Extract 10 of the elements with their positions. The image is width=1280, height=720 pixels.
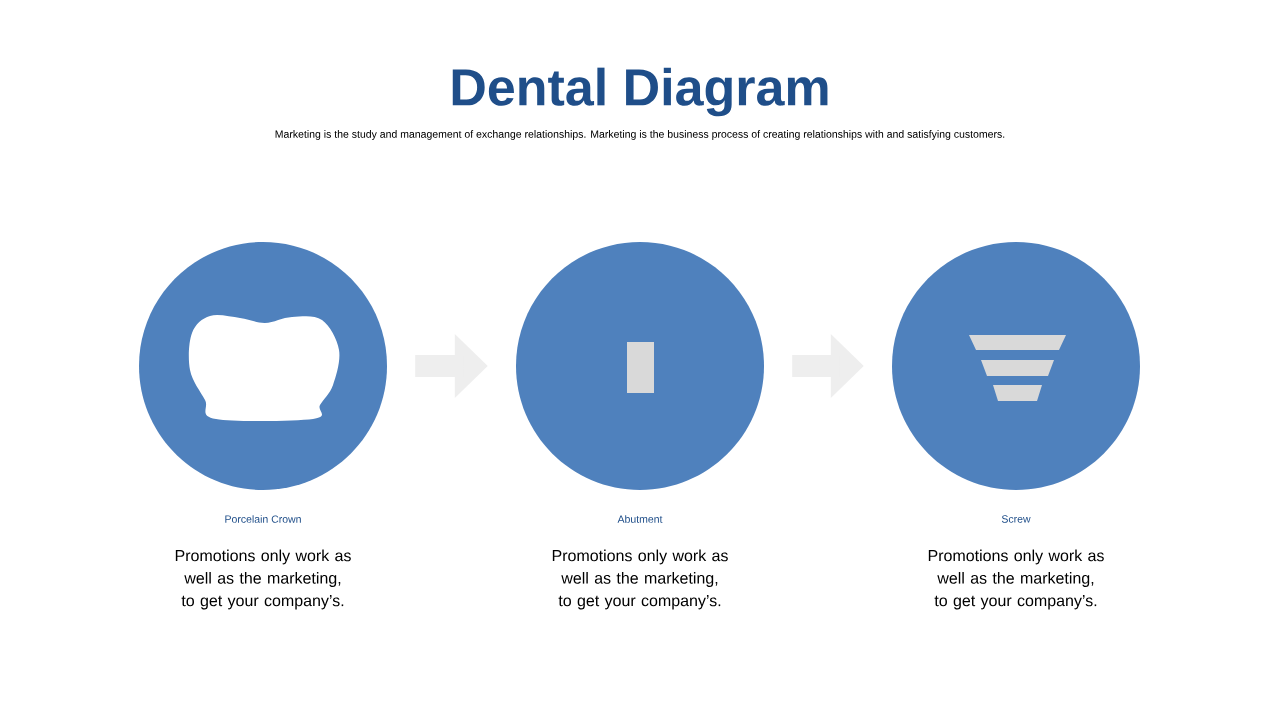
- circle: [516, 242, 764, 490]
- description: Promotions only work as well as the marketing, to get your company’s.: [928, 549, 1104, 610]
- title: Dental Diagram: [452, 67, 828, 117]
- description: Promotions only work as well as the marketing, to get your company’s.: [552, 549, 728, 610]
- circle: [892, 242, 1140, 490]
- circle-caption: Abutment: [617, 515, 663, 523]
- circle-caption: Porcelain Crown: [225, 515, 301, 523]
- subtitle: Marketing is the study and management of exchange relationships. Marketing is the business process of creating relationships with and satisfying customers.: [275, 130, 1005, 140]
- description: Promotions only work as well as the marketing, to get your company’s.: [175, 549, 351, 610]
- circle-caption: Screw: [1001, 515, 1031, 523]
